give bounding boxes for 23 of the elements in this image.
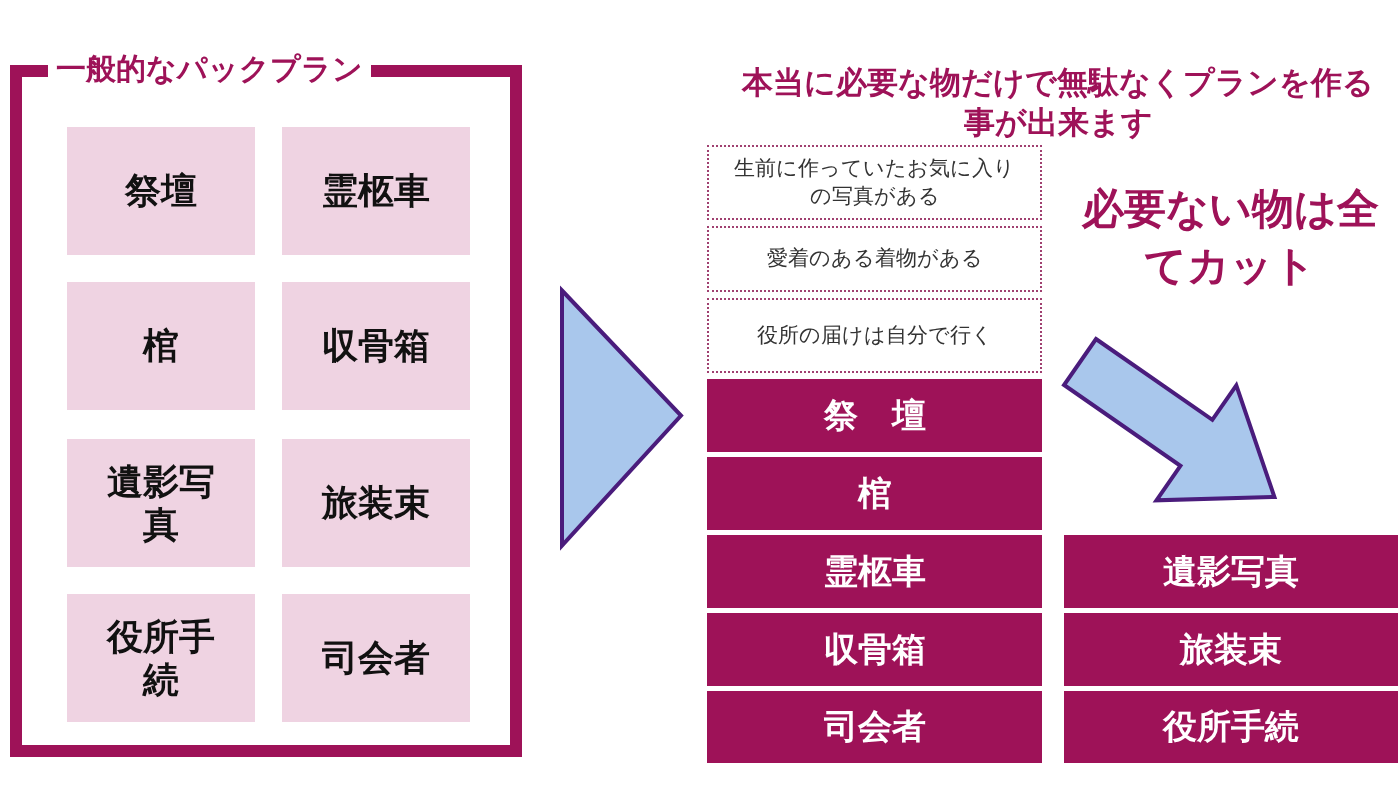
plan-item-bar: 霊柩車 <box>707 535 1042 608</box>
optional-item-box: 生前に作っていたお気に入りの写真がある <box>707 145 1042 220</box>
plan-item-box: 収骨箱 <box>282 282 470 410</box>
optional-item-box: 役所の届けは自分で行く <box>707 298 1042 373</box>
plan-item-bar: 旅装束 <box>1064 613 1398 686</box>
plan-item-box: 遺影写真 <box>67 439 255 567</box>
plan-item-bar: 遺影写真 <box>1064 535 1398 608</box>
plan-item-bar: 祭 壇 <box>707 379 1042 452</box>
plan-item-box: 霊柩車 <box>282 127 470 255</box>
plan-item-box: 祭壇 <box>67 127 255 255</box>
cut-heading: 必要ない物は全てカット <box>1070 175 1390 300</box>
block-arrow <box>560 285 684 551</box>
plan-item-box: 役所手続 <box>67 594 255 722</box>
plan-item-bar: 司会者 <box>707 691 1042 763</box>
block-arrow <box>1061 336 1278 503</box>
plan-item-box: 棺 <box>67 282 255 410</box>
plan-item-box: 旅装束 <box>282 439 470 567</box>
plan-item-bar: 収骨箱 <box>707 613 1042 686</box>
optional-item-box: 愛着のある着物がある <box>707 226 1042 292</box>
plan-item-bar: 役所手続 <box>1064 691 1398 763</box>
plan-item-box: 司会者 <box>282 594 470 722</box>
title: 本当に必要な物だけで無駄なくプランを作る事が出来ます <box>740 63 1375 143</box>
plan-item-bar: 棺 <box>707 457 1042 530</box>
